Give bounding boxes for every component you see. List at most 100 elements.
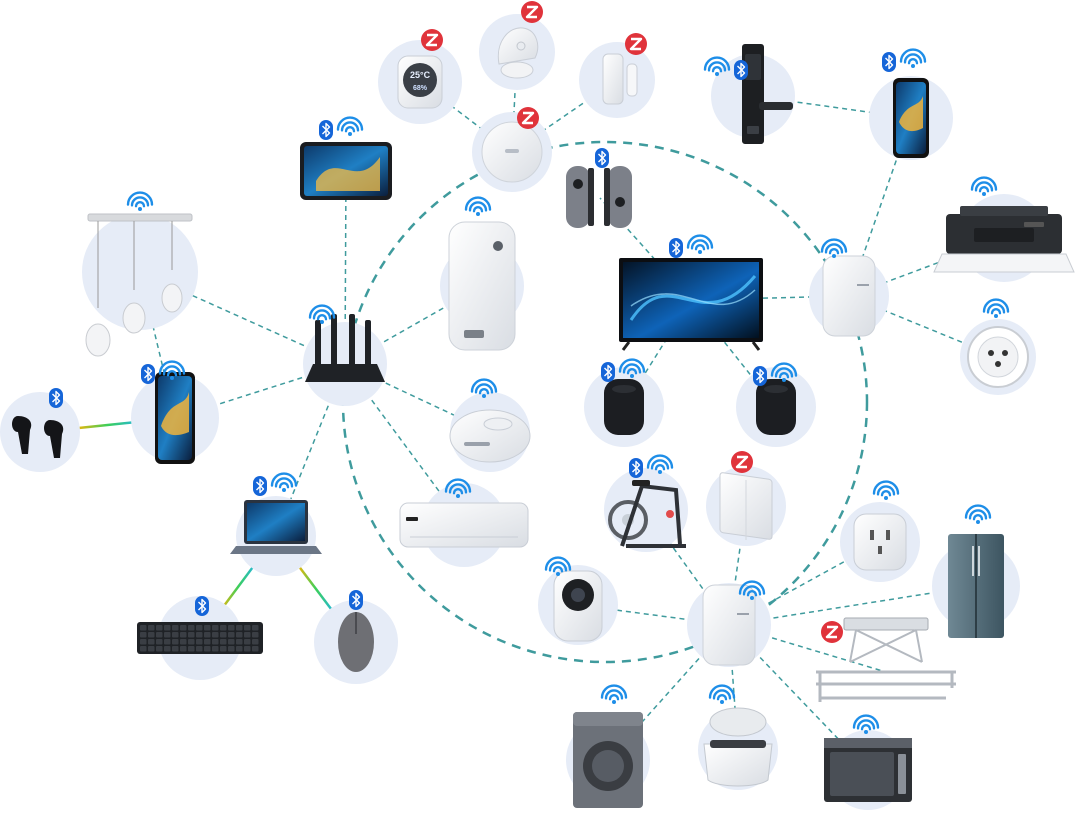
bluetooth-icon: [141, 364, 155, 384]
tv: [619, 258, 763, 351]
keyboard-key: [244, 632, 251, 638]
keyboard-key: [252, 625, 259, 631]
smart-speaker-icon: [604, 379, 644, 435]
wifi-icon: [470, 378, 498, 398]
wifi-icon: [970, 176, 998, 196]
mesh-router-icon: [822, 255, 876, 337]
keyboard-key: [236, 625, 243, 631]
earbuds-icon: [12, 416, 32, 454]
keyboard-key: [196, 646, 203, 652]
link-phone-left-pendant-lamps: [139, 271, 176, 419]
smart-speaker-icon: [756, 379, 796, 435]
printer: [933, 206, 1075, 273]
keyboard-key: [220, 646, 227, 652]
wifi-icon: [308, 304, 336, 324]
keyboard-key: [212, 625, 219, 631]
drying-rack: [816, 617, 956, 702]
keyboard-key: [188, 639, 195, 645]
keyboard-key: [148, 632, 155, 638]
keyboard-key: [156, 632, 163, 638]
keyboard-key: [164, 632, 171, 638]
keyboard-key: [188, 632, 195, 638]
pendant-lamp-icon: [87, 213, 193, 222]
keyboard-key: [228, 632, 235, 638]
keyboard-key: [236, 639, 243, 645]
wifi-icon: [703, 56, 731, 76]
wifi-icon: [770, 362, 798, 382]
keyboard-key: [228, 639, 235, 645]
mesh-router-icon: [702, 584, 756, 666]
keyboard-key: [236, 632, 243, 638]
door-sensor: [602, 53, 638, 105]
air-conditioner: [399, 502, 529, 548]
humidity-reading: 68%: [413, 85, 428, 92]
washing-machine: [573, 712, 643, 808]
wifi-icon: [872, 480, 900, 500]
refrigerator: [948, 534, 1004, 638]
keyboard-key: [220, 625, 227, 631]
keyboard-key: [172, 639, 179, 645]
rice-cooker-icon: [703, 743, 773, 787]
game-controller-icon: [566, 166, 590, 228]
keyboard-key: [172, 632, 179, 638]
wifi-icon: [544, 556, 572, 576]
wifi-icon: [270, 472, 298, 492]
mouse: [338, 612, 374, 672]
keyboard-key: [212, 646, 219, 652]
devices-layer: 25°C 68%: [12, 27, 1075, 808]
air-purifier-icon: [448, 221, 516, 351]
wall-switch: [719, 472, 773, 540]
bluetooth-icon: [734, 60, 748, 80]
wifi-icon: [899, 48, 927, 68]
laptop: [230, 500, 322, 554]
keyboard-key: [156, 625, 163, 631]
keyboard-key: [148, 646, 155, 652]
smart-plug: [853, 513, 907, 571]
wifi-icon: [464, 196, 492, 216]
badges-layer: [49, 1, 1010, 734]
keyboard-key: [148, 639, 155, 645]
keyboard-key: [164, 639, 171, 645]
keyboard: [137, 622, 263, 654]
wifi-icon: [444, 478, 472, 498]
halo-earbuds: [0, 392, 80, 472]
wifi-icon: [820, 238, 848, 258]
earbuds: [12, 416, 64, 458]
mouse-icon: [338, 612, 374, 672]
keyboard-key: [220, 639, 227, 645]
wifi-icon: [600, 684, 628, 704]
keyboard-key: [244, 625, 251, 631]
keyboard-key: [180, 639, 187, 645]
mesh-router-bottom: [702, 584, 756, 666]
speaker-right: [756, 379, 796, 435]
zigbee-icon: [521, 1, 543, 23]
keyboard-key: [244, 639, 251, 645]
keyboard-key: [204, 625, 211, 631]
clothes-drying-rack-icon: [843, 617, 929, 631]
tablet: [300, 142, 392, 200]
keyboard-key: [140, 639, 147, 645]
keyboard-key: [164, 625, 171, 631]
smart-plug-icon: [853, 513, 907, 571]
keyboard-key: [196, 639, 203, 645]
keyboard-key: [140, 646, 147, 652]
keyboard-key: [188, 625, 195, 631]
keyboard-key: [252, 646, 259, 652]
bluetooth-icon: [753, 366, 767, 386]
keyboard-key: [180, 646, 187, 652]
keyboard-key: [180, 625, 187, 631]
bluetooth-icon: [669, 238, 683, 258]
keyboard-key: [212, 632, 219, 638]
keyboard-key: [244, 646, 251, 652]
keyboard-key: [140, 632, 147, 638]
bluetooth-icon: [49, 388, 63, 408]
keyboard-key: [148, 625, 155, 631]
main-router: [305, 314, 385, 382]
keyboard-key: [204, 646, 211, 652]
keyboard-key: [156, 639, 163, 645]
exercise-bike: [608, 480, 686, 548]
air-conditioner-icon: [399, 502, 529, 548]
wifi-icon: [158, 360, 186, 380]
zigbee-hub: [481, 121, 543, 183]
